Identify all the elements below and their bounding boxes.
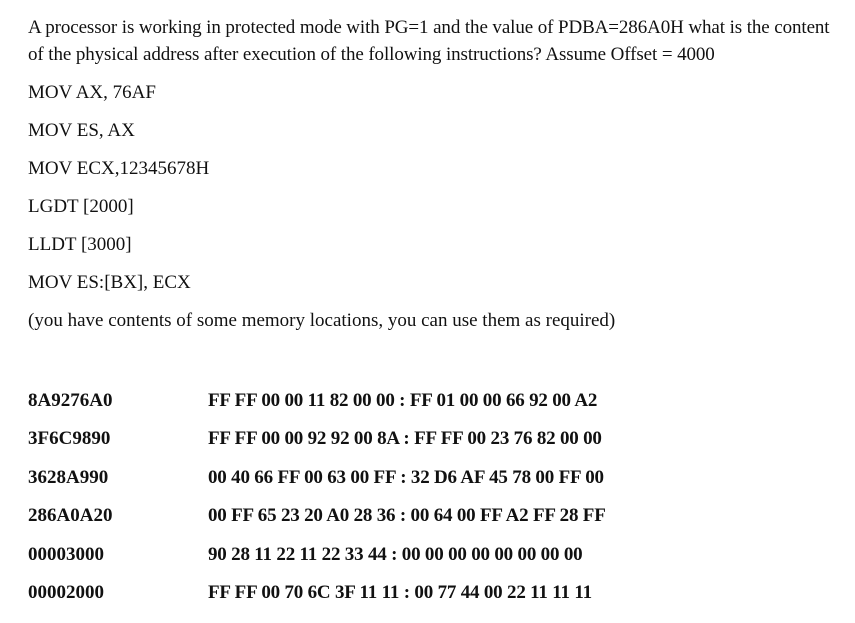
memory-bytes: FF FF 00 00 11 82 00 00 : FF 01 00 00 66…: [208, 390, 598, 411]
memory-row: 00002000 FF FF 00 70 6C 3F 11 11 : 00 77…: [28, 579, 848, 617]
memory-table: 8A9276A0 FF FF 00 00 11 82 00 00 : FF 01…: [28, 387, 848, 617]
memory-row: 00003000 90 28 11 22 11 22 33 44 : 00 00…: [28, 541, 848, 579]
memory-row: 8A9276A0 FF FF 00 00 11 82 00 00 : FF 01…: [28, 387, 848, 425]
memory-address: 3F6C9890: [28, 428, 111, 450]
memory-bytes: 90 28 11 22 11 22 33 44 : 00 00 00 00 00…: [208, 543, 583, 565]
memory-bytes: 00 FF 65 23 20 A0 28 36 : 00 64 00 FF A2…: [208, 505, 606, 527]
question-text: A processor is working in protected mode…: [28, 17, 830, 65]
instruction-line: MOV ES:[BX], ECX: [28, 272, 191, 293]
memory-bytes: 00 40 66 FF 00 63 00 FF : 32 D6 AF 45 78…: [208, 466, 604, 488]
memory-bytes: FF FF 00 70 6C 3F 11 11 : 00 77 44 00 22…: [208, 581, 592, 603]
note-text: (you have contents of some memory locati…: [28, 310, 616, 331]
instruction-line: MOV ECX,12345678H: [28, 158, 210, 179]
memory-address: 00002000: [28, 581, 104, 603]
document-body: A processor is working in protected mode…: [28, 0, 848, 334]
instruction-line: MOV AX, 76AF: [28, 82, 156, 103]
memory-row: 3628A990 00 40 66 FF 00 63 00 FF : 32 D6…: [28, 464, 848, 502]
instruction-line: LGDT [2000]: [28, 196, 134, 217]
memory-row: 286A0A20 00 FF 65 23 20 A0 28 36 : 00 64…: [28, 502, 848, 540]
memory-bytes: FF FF 00 00 92 92 00 8A : FF FF 00 23 76…: [208, 428, 602, 450]
memory-address: 8A9276A0: [28, 390, 113, 411]
instruction-line: LLDT [3000]: [28, 234, 132, 255]
memory-row: 3F6C9890 FF FF 00 00 92 92 00 8A : FF FF…: [28, 425, 848, 463]
memory-address: 3628A990: [28, 466, 109, 488]
instruction-line: MOV ES, AX: [28, 120, 135, 141]
memory-address: 00003000: [28, 543, 104, 565]
memory-address: 286A0A20: [28, 505, 113, 527]
instruction-list: MOV AX, 76AF MOV ES, AX MOV ECX,12345678…: [28, 79, 848, 296]
